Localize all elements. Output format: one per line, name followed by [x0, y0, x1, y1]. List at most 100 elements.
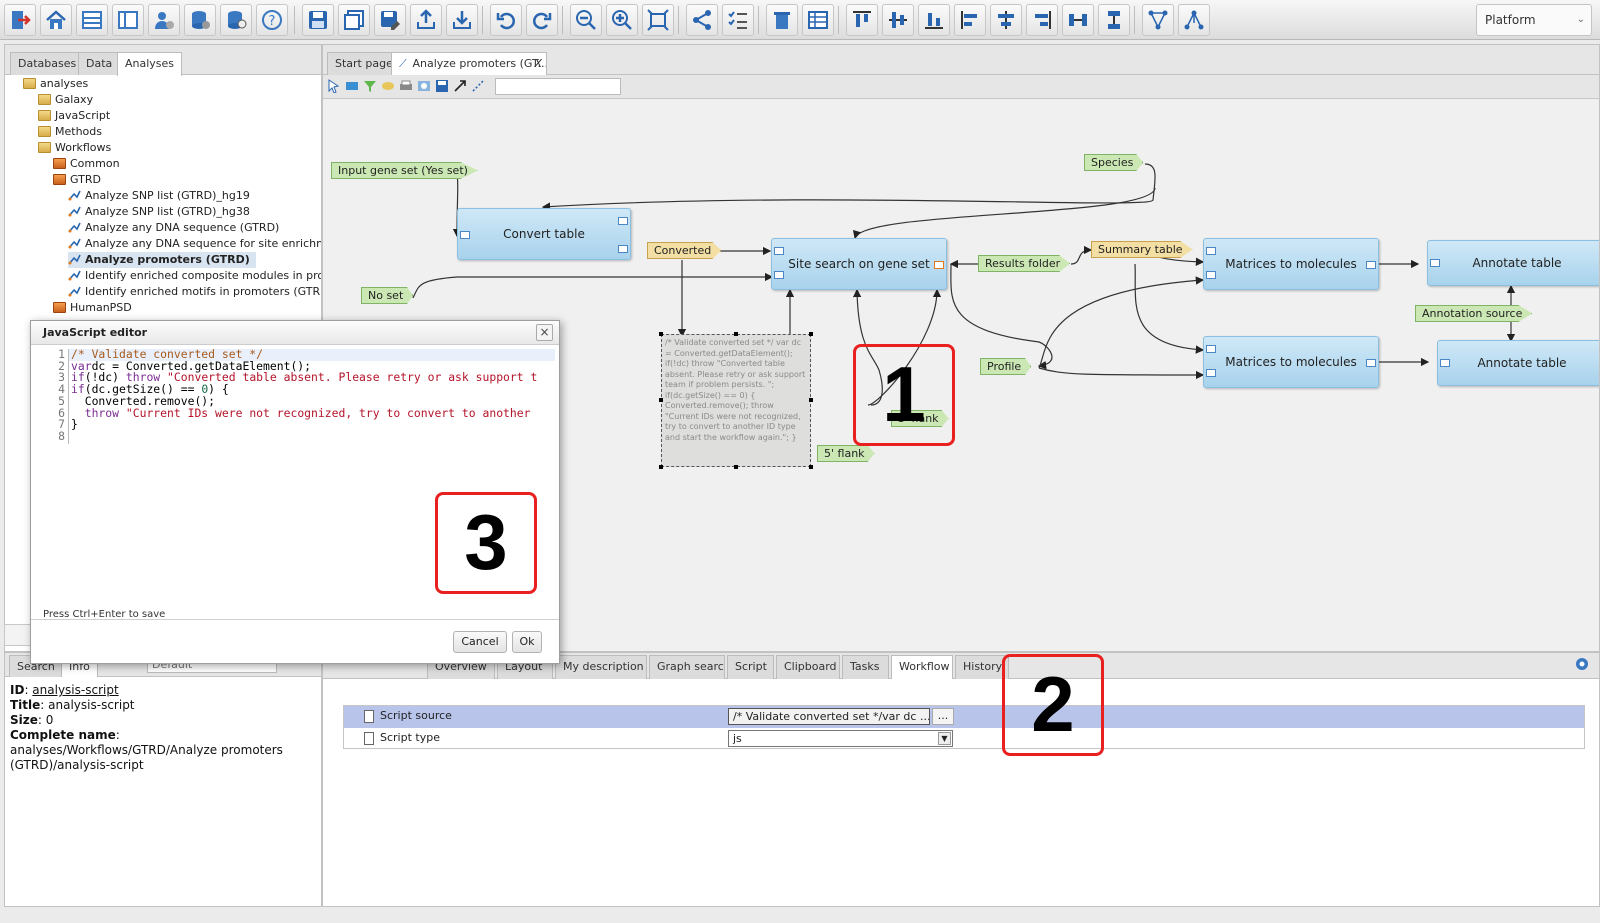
- node-annotate-table-2[interactable]: Annotate table: [1437, 340, 1599, 386]
- table-icon[interactable]: [802, 4, 834, 36]
- tree-item[interactable]: analyses: [23, 76, 88, 92]
- tree-item[interactable]: Identify enriched motifs in promoters (G…: [68, 284, 321, 300]
- tab-graph-search[interactable]: Graph search: [649, 655, 725, 679]
- script-type-select[interactable]: js▼: [728, 730, 953, 747]
- edit-script-button[interactable]: ...: [932, 708, 954, 725]
- tree-item[interactable]: Analyze SNP list (GTRD)_hg38: [68, 204, 250, 220]
- tag-5-flank[interactable]: 5' flank: [817, 445, 875, 462]
- download-icon[interactable]: [446, 4, 478, 36]
- zoom-in-icon[interactable]: [606, 4, 638, 36]
- align-right-icon[interactable]: [1026, 4, 1058, 36]
- dashed-line-icon[interactable]: [471, 79, 485, 93]
- gear-icon[interactable]: [1573, 655, 1591, 673]
- platform-select[interactable]: Platform⌄: [1476, 4, 1592, 36]
- tree-item[interactable]: Analyze any DNA sequence for site enrich…: [68, 236, 321, 252]
- print-icon[interactable]: [399, 79, 413, 93]
- tree-item[interactable]: GTRD: [53, 172, 101, 188]
- close-icon[interactable]: X: [534, 57, 542, 70]
- trash-icon[interactable]: [766, 4, 798, 36]
- tree-item[interactable]: Analyze any DNA sequence (GTRD): [68, 220, 279, 236]
- tab-clipboard[interactable]: Clipboard: [776, 655, 840, 679]
- tag-converted[interactable]: Converted: [647, 242, 722, 259]
- tree-item[interactable]: Analyze SNP list (GTRD)_hg19: [68, 188, 250, 204]
- align-top-icon[interactable]: [846, 4, 878, 36]
- tag-3-flank[interactable]: 3' flank: [891, 410, 949, 427]
- align-middle-icon[interactable]: [882, 4, 914, 36]
- fit-icon[interactable]: [642, 4, 674, 36]
- node-convert-table[interactable]: Convert table: [457, 208, 631, 260]
- arrow-icon[interactable]: [453, 79, 467, 93]
- tab-workflow[interactable]: Workflow: [891, 655, 953, 679]
- selection-handle[interactable]: [659, 398, 663, 402]
- align-center-icon[interactable]: [990, 4, 1022, 36]
- rectangle-icon[interactable]: [345, 79, 359, 93]
- selection-handle[interactable]: [734, 465, 738, 469]
- selection-handle[interactable]: [809, 398, 813, 402]
- node-site-search[interactable]: Site search on gene set: [771, 238, 947, 290]
- tab-analyze-promoters[interactable]: ⟋ Analyze promoters (GT... X: [391, 52, 547, 76]
- script-note[interactable]: /* Validate converted set */ var dc = Co…: [661, 334, 811, 467]
- save-as-icon[interactable]: [374, 4, 406, 36]
- tab-data[interactable]: Data: [78, 52, 121, 75]
- database-icon[interactable]: [220, 4, 252, 36]
- tag-summary-table[interactable]: Summary table: [1091, 241, 1193, 258]
- upload-icon[interactable]: [410, 4, 442, 36]
- layout-icon[interactable]: [76, 4, 108, 36]
- property-row-script-source[interactable]: Script source /* Validate converted set …: [344, 706, 1584, 728]
- tree-item[interactable]: Analyze promoters (GTRD): [68, 252, 256, 268]
- zoom-out-icon[interactable]: [570, 4, 602, 36]
- selection-handle[interactable]: [659, 465, 663, 469]
- image-icon[interactable]: [417, 79, 431, 93]
- tree-item[interactable]: Galaxy: [38, 92, 93, 108]
- align-bottom-icon[interactable]: [918, 4, 950, 36]
- selection-handle[interactable]: [734, 332, 738, 336]
- home-icon[interactable]: [40, 4, 72, 36]
- tree-item[interactable]: Common: [53, 156, 120, 172]
- filter-icon[interactable]: [363, 79, 377, 93]
- layout-tree-icon[interactable]: [1178, 4, 1210, 36]
- close-icon[interactable]: ×: [536, 324, 553, 341]
- tag-input-gene-set[interactable]: Input gene set (Yes set): [331, 162, 478, 179]
- tab-databases[interactable]: Databases: [10, 52, 85, 75]
- tag-no-set[interactable]: No set: [361, 287, 414, 304]
- selection-handle[interactable]: [809, 465, 813, 469]
- distribute-vertical-icon[interactable]: [1098, 4, 1130, 36]
- save-icon[interactable]: [302, 4, 334, 36]
- property-row-script-type[interactable]: Script type js▼: [344, 728, 1584, 750]
- checklist-icon[interactable]: [722, 4, 754, 36]
- ellipse-icon[interactable]: [381, 79, 395, 93]
- tree-item[interactable]: HumanPSD: [53, 300, 132, 316]
- align-left-icon[interactable]: [954, 4, 986, 36]
- node-matrices-to-molecules-1[interactable]: Matrices to molecules: [1203, 238, 1379, 290]
- tab-script[interactable]: Script: [727, 655, 774, 679]
- share-icon[interactable]: [686, 4, 718, 36]
- ok-button[interactable]: Ok: [512, 631, 542, 653]
- tag-results-folder[interactable]: Results folder: [978, 255, 1071, 272]
- tree-item[interactable]: JavaScript: [38, 108, 110, 124]
- tab-start-page[interactable]: Start page: [327, 52, 401, 75]
- save-all-icon[interactable]: [338, 4, 370, 36]
- redo-icon[interactable]: [526, 4, 558, 36]
- tag-species[interactable]: Species: [1084, 154, 1144, 171]
- tab-analyses[interactable]: Analyses: [117, 52, 183, 76]
- select-icon[interactable]: [327, 79, 341, 93]
- logout-icon[interactable]: [4, 4, 36, 36]
- distribute-horizontal-icon[interactable]: [1062, 4, 1094, 36]
- tag-annotation-source[interactable]: Annotation source: [1415, 305, 1533, 322]
- tree-item[interactable]: Identify enriched composite modules in p…: [68, 268, 321, 284]
- graph-search-input[interactable]: [495, 78, 621, 95]
- save-image-icon[interactable]: [435, 79, 449, 93]
- tree-item[interactable]: Workflows: [38, 140, 111, 156]
- panel-icon[interactable]: [112, 4, 144, 36]
- selection-handle[interactable]: [809, 332, 813, 336]
- node-annotate-table-1[interactable]: Annotate table: [1427, 240, 1599, 286]
- script-source-field[interactable]: /* Validate converted set */var dc ...: [728, 708, 930, 725]
- tree-item[interactable]: Methods: [38, 124, 102, 140]
- id-link[interactable]: analysis-script: [32, 683, 119, 697]
- selection-handle[interactable]: [659, 332, 663, 336]
- tab-history[interactable]: History: [955, 655, 1009, 679]
- help-icon[interactable]: ?: [256, 4, 288, 36]
- layout-graph-icon[interactable]: [1142, 4, 1174, 36]
- cancel-button[interactable]: Cancel: [453, 631, 507, 653]
